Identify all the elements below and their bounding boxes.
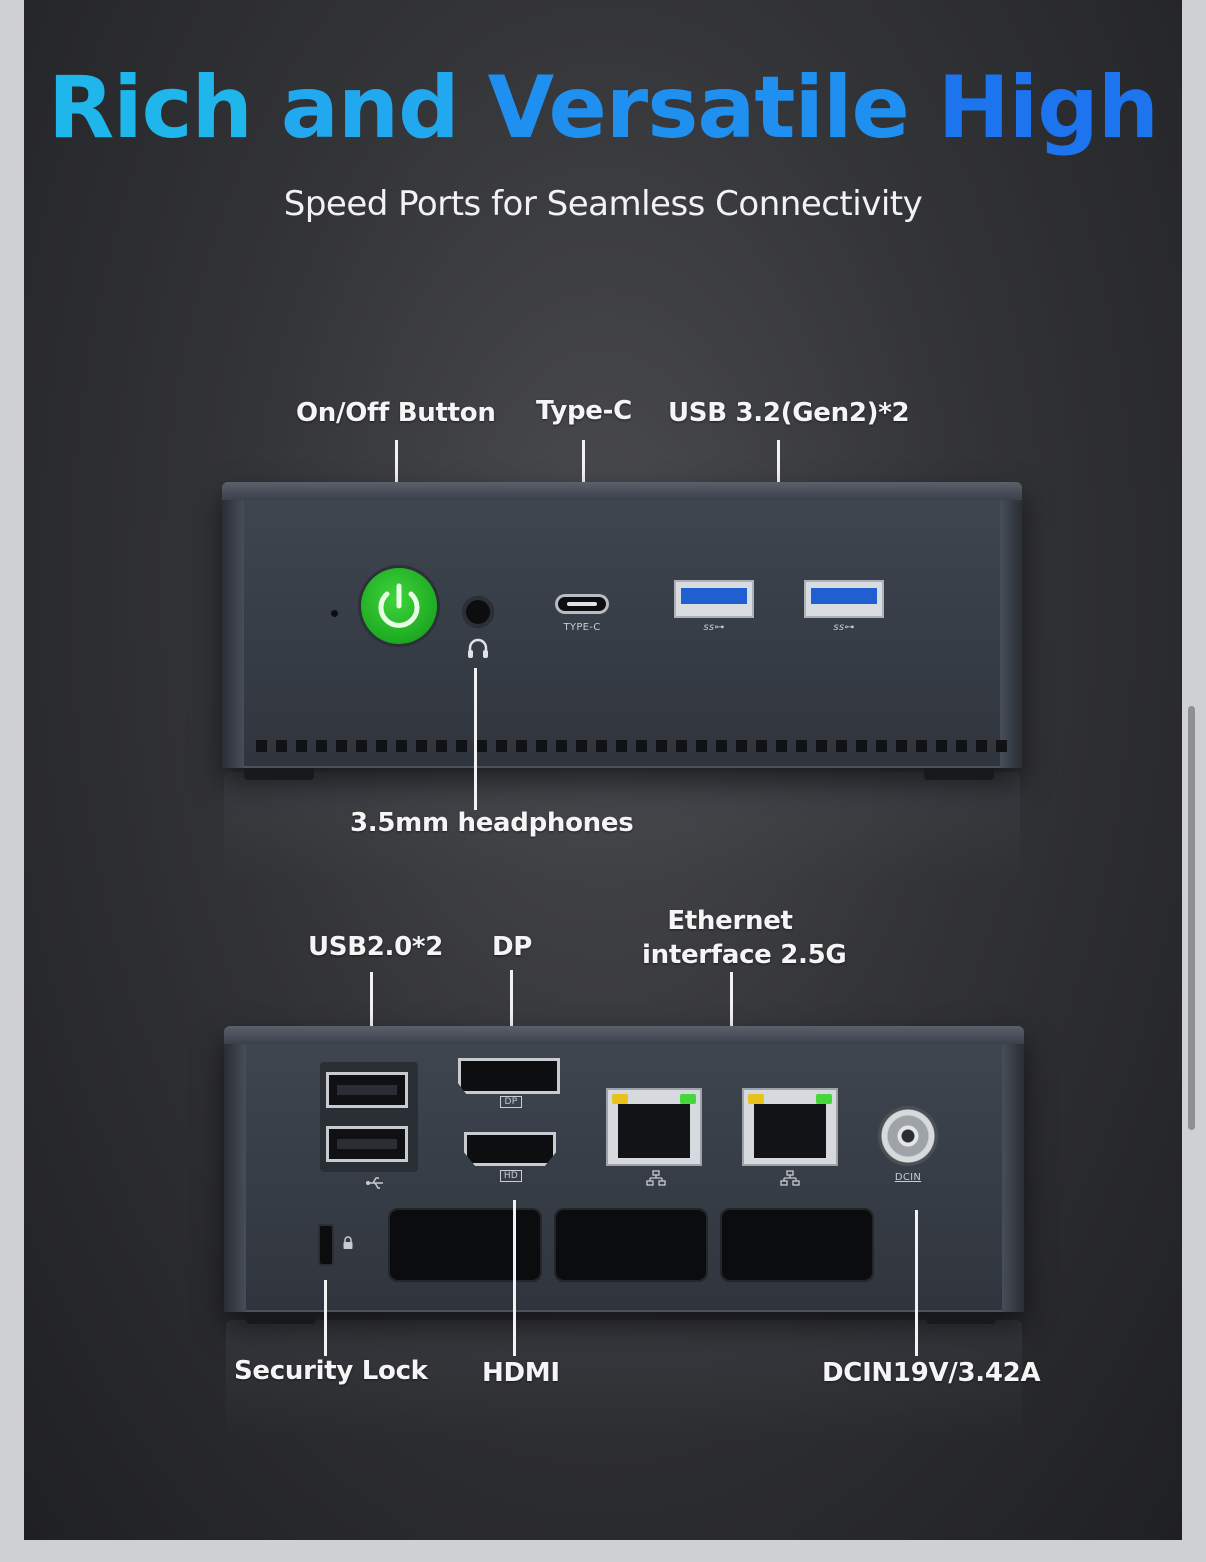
callout-line-ethernet <box>730 972 733 1068</box>
front-vent-row <box>256 740 1007 752</box>
callout-line-dp <box>510 970 513 1050</box>
label-dcin: DCIN19V/3.42A <box>822 1358 1041 1388</box>
network-icon-2 <box>780 1170 800 1186</box>
callout-line-hdmi <box>513 1200 516 1356</box>
front-device-body <box>222 482 1022 768</box>
power-button[interactable] <box>361 568 437 644</box>
rear-device-reflection <box>226 1320 1022 1440</box>
label-security-lock: Security Lock <box>234 1356 428 1386</box>
front-device-left-side <box>222 500 244 768</box>
scrollbar-thumb[interactable] <box>1188 706 1195 1130</box>
usb32-port-2-marking: ss⊶ <box>833 622 855 633</box>
dcin-marking: DCIN <box>894 1172 922 1183</box>
label-on-off-button: On/Off Button <box>296 398 496 428</box>
rear-vent-grille-1 <box>388 1208 542 1282</box>
security-lock-slot[interactable] <box>318 1224 334 1266</box>
label-usb20: USB2.0*2 <box>308 932 444 962</box>
label-dp: DP <box>492 932 533 962</box>
ethernet-1-led-green <box>680 1094 696 1104</box>
title-word-3: Versatile <box>487 58 910 158</box>
hdmi-marking: HD <box>500 1170 522 1182</box>
page-title: Rich and Versatile High <box>24 58 1182 158</box>
usb32-port-1[interactable] <box>674 580 754 618</box>
front-foot-left <box>244 768 314 780</box>
ethernet-2-led-green <box>816 1094 832 1104</box>
rear-foot-right <box>926 1312 996 1324</box>
label-type-c: Type-C <box>536 396 632 426</box>
label-ethernet-line2: interface 2.5G <box>642 940 847 970</box>
product-image-panel: Rich and Versatile High Speed Ports for … <box>24 0 1182 1540</box>
usb32-port-2[interactable] <box>804 580 884 618</box>
callout-line-security <box>324 1280 327 1356</box>
rear-device-top-edge <box>224 1026 1024 1044</box>
headphone-jack[interactable] <box>462 596 494 628</box>
front-foot-right <box>924 768 994 780</box>
hdmi-port[interactable] <box>464 1132 556 1166</box>
page-subtitle: Speed Ports for Seamless Connectivity <box>283 184 923 224</box>
front-device-right-side <box>1000 500 1022 768</box>
type-c-marking: TYPE-C <box>563 622 601 633</box>
callout-line-headphones <box>474 668 477 810</box>
usb-symbol-icon <box>366 1177 383 1189</box>
rear-device-left-side <box>224 1044 246 1312</box>
type-c-port[interactable] <box>555 594 609 614</box>
usb20-port-1[interactable] <box>326 1072 408 1108</box>
label-headphones: 3.5mm headphones <box>350 808 634 838</box>
label-usb32: USB 3.2(Gen2)*2 <box>668 398 910 428</box>
headphones-icon <box>468 638 488 658</box>
reset-pinhole <box>331 610 338 617</box>
power-icon <box>378 583 420 628</box>
network-icon-1 <box>646 1170 666 1186</box>
dp-marking: DP <box>500 1096 522 1108</box>
title-word-1: Rich <box>47 58 253 158</box>
usb32-port-1-marking: ss⊶ <box>703 622 725 633</box>
title-word-2: and <box>251 58 488 158</box>
front-device-top-edge <box>222 482 1022 500</box>
ethernet-port-2[interactable] <box>742 1088 838 1166</box>
dc-in-port[interactable] <box>878 1106 938 1166</box>
ethernet-1-led-yellow <box>612 1094 628 1104</box>
rear-device-right-side <box>1002 1044 1024 1312</box>
label-ethernet-line1: Ethernet <box>667 906 793 936</box>
callout-line-dcin <box>915 1210 918 1356</box>
front-device-reflection <box>224 772 1020 882</box>
callout-line-usb20 <box>370 972 373 1056</box>
ethernet-port-1[interactable] <box>606 1088 702 1166</box>
ethernet-2-led-yellow <box>748 1094 764 1104</box>
label-hdmi: HDMI <box>482 1358 560 1388</box>
lock-icon <box>343 1236 353 1249</box>
rear-vent-grille-2 <box>554 1208 708 1282</box>
displayport-port[interactable] <box>458 1058 560 1094</box>
usb20-port-2[interactable] <box>326 1126 408 1162</box>
rear-foot-left <box>246 1312 316 1324</box>
rear-vent-grille-3 <box>720 1208 874 1282</box>
title-word-4: High <box>908 58 1159 158</box>
